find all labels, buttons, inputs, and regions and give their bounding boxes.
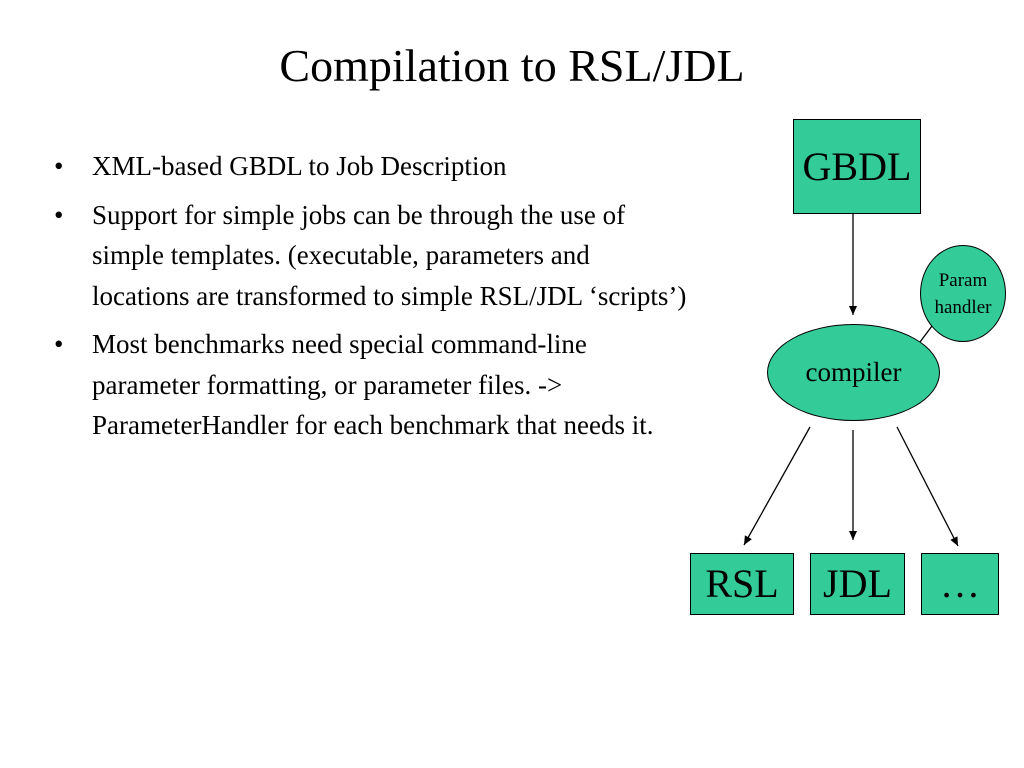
bullet-dot: • (54, 199, 64, 230)
bullet-dot: • (54, 151, 64, 181)
param-handler-label-line1: Param (938, 269, 988, 291)
compiler-label: compiler (805, 357, 902, 387)
param-handler-label-line2: handler (934, 296, 992, 318)
jdl-box: JDL (810, 553, 905, 615)
jdl-label: JDL (823, 561, 892, 606)
rsl-box: RSL (690, 553, 794, 615)
compiler-node: compiler (767, 324, 940, 421)
rsl-label: RSL (705, 561, 779, 606)
slide-title: Compilation to RSL/JDL (279, 40, 745, 91)
ellipsis-label: … (940, 561, 980, 606)
param-handler-node: Param handler (920, 245, 1006, 342)
bullet-text: XML-based GBDL to Job Description (92, 151, 507, 181)
bullet-text: Support for simple jobs can be through t… (92, 199, 687, 311)
arrow-compiler-to-rsl (743, 426, 811, 546)
gbdl-box: GBDL (793, 119, 921, 214)
arrow-compiler-to-ellipsis (896, 426, 959, 547)
ellipsis-box: … (921, 553, 999, 615)
bullet-item: • Support for simple jobs can be through… (52, 195, 692, 317)
bullet-item: • Most benchmarks need special command-l… (52, 324, 692, 446)
bullet-text: Most benchmarks need special command-lin… (92, 329, 654, 440)
bullet-list: • XML-based GBDL to Job Description • Su… (52, 146, 692, 454)
bullet-dot: • (54, 329, 64, 359)
gbdl-label: GBDL (802, 143, 912, 189)
bullet-item: • XML-based GBDL to Job Description (52, 146, 692, 187)
